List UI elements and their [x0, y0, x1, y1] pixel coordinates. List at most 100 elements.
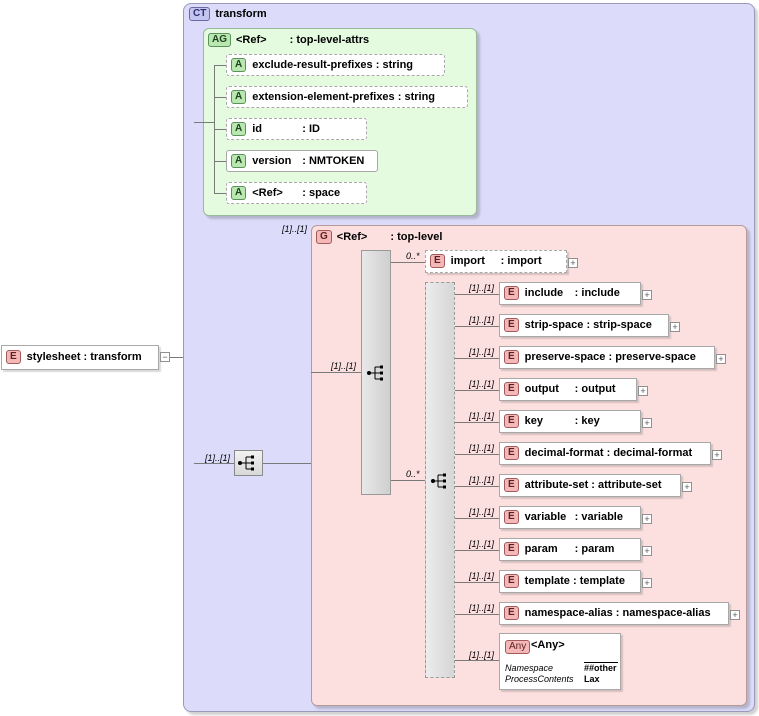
outer-sequence-cardinality: [1]..[1] [205, 453, 231, 463]
expand-toggle[interactable]: + [642, 418, 652, 428]
element-badge: E [504, 414, 519, 429]
group-cardinality: [1]..[1] [282, 224, 308, 234]
attribute-badge: A [231, 154, 247, 169]
attribute-badge: A [231, 186, 247, 201]
element-badge: E [504, 542, 519, 557]
group-badge: G [316, 230, 332, 244]
element-cardinality: [1]..[1] [469, 507, 495, 517]
connector [214, 65, 226, 66]
connector [391, 480, 425, 481]
attribute-name: extension-element-prefixes [252, 91, 395, 103]
root-element-type: : transform [83, 351, 142, 363]
element-type: : key [574, 415, 600, 427]
expand-toggle[interactable]: + [730, 610, 740, 620]
connector [455, 486, 499, 487]
expand-toggle[interactable]: + [568, 258, 578, 268]
element-name: param [524, 543, 558, 555]
attribute-badge: A [231, 90, 247, 105]
element-type: : strip-space [586, 319, 652, 331]
attribute-badge: A [231, 58, 247, 73]
connector [455, 390, 499, 391]
any-process-label: ProcessContents [505, 674, 574, 684]
element-type: : variable [574, 511, 623, 523]
collapse-toggle[interactable]: − [160, 352, 170, 362]
any-badge: Any [505, 640, 531, 654]
connector [455, 518, 499, 519]
connector [214, 161, 226, 162]
complex-type-badge: CT [189, 7, 211, 21]
inner-sequence-compositor[interactable] [361, 250, 391, 495]
connector [455, 358, 499, 359]
group-name: <Ref> [336, 230, 368, 243]
connector [455, 294, 499, 295]
any-name: <Any> [531, 639, 565, 651]
element-cardinality: [1]..[1] [469, 283, 495, 293]
outer-sequence-compositor[interactable] [234, 450, 263, 476]
expand-toggle[interactable]: + [642, 290, 652, 300]
any-namespace-value: ##other [584, 663, 617, 673]
connector [170, 357, 194, 358]
element-name: output [524, 383, 559, 395]
connector [455, 326, 499, 327]
element-badge: E [504, 318, 519, 333]
expand-toggle[interactable]: + [712, 450, 722, 460]
element-cardinality: [1]..[1] [469, 603, 495, 613]
attribute-ref-space[interactable]: A<Ref>: space [226, 182, 367, 204]
connector [455, 582, 499, 583]
connector [455, 422, 499, 423]
connector [311, 372, 361, 373]
complex-type-name: transform [215, 7, 267, 20]
connector [214, 193, 226, 194]
any-process-value: Lax [584, 674, 600, 684]
element-cardinality: [1]..[1] [469, 475, 495, 485]
any-divider [584, 662, 618, 663]
connector [455, 660, 499, 661]
attribute-group-badge: AG [208, 33, 231, 47]
element-cardinality: [1]..[1] [469, 347, 495, 357]
connector [455, 454, 499, 455]
element-type: : attribute-set [591, 479, 662, 491]
connector [263, 463, 311, 464]
expand-toggle[interactable]: + [638, 386, 648, 396]
group-header: G<Ref> : top-level [316, 230, 442, 244]
expand-toggle[interactable]: + [642, 546, 652, 556]
attribute-type: : string [375, 59, 414, 71]
attribute-badge: A [231, 122, 247, 137]
element-name: decimal-format [524, 447, 604, 459]
expand-toggle[interactable]: + [670, 322, 680, 332]
attribute-type: : ID [302, 123, 320, 135]
expand-toggle[interactable]: + [642, 514, 652, 524]
expand-toggle[interactable]: + [642, 578, 652, 588]
element-badge: E [504, 382, 519, 397]
element-name: import [450, 255, 485, 267]
connector [194, 463, 234, 464]
attribute-name: id [252, 123, 263, 135]
expand-toggle[interactable]: + [716, 354, 726, 364]
attribute-group-ref: : top-level-attrs [289, 33, 370, 46]
element-badge: E [504, 574, 519, 589]
attribute-name: version [252, 155, 292, 167]
choice-compositor[interactable] [425, 282, 455, 678]
element-name: preserve-space [524, 351, 606, 363]
expand-toggle[interactable]: + [682, 482, 692, 492]
root-element-name: stylesheet [26, 351, 81, 363]
element-any[interactable]: Any <Any> Namespace ##other ProcessConte… [499, 633, 621, 690]
inner-sequence-cardinality: [1]..[1] [331, 361, 357, 371]
